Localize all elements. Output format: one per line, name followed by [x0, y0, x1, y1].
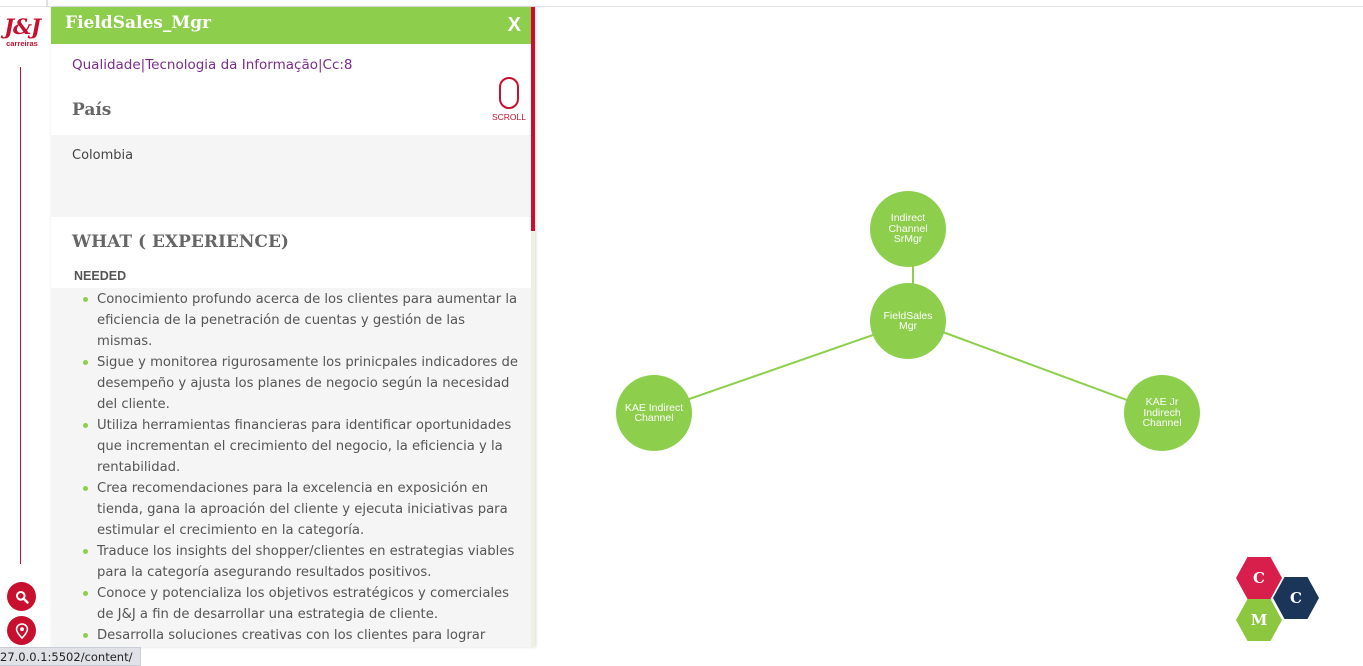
panel-scrollbar-track[interactable] [531, 231, 535, 647]
scroll-hint-label: SCROLL [491, 112, 526, 122]
rail-divider [20, 67, 21, 564]
node-fieldsales-mgr[interactable]: FieldSales Mgr [870, 283, 946, 359]
panel-title: FieldSales_Mgr [65, 13, 211, 33]
breadcrumb: Qualidade|Tecnologia da Informação|Cc:8 [72, 57, 353, 73]
country-value: Colombia [72, 148, 134, 163]
node-label: KAE Indirect Channel [624, 401, 684, 424]
graph-edges [651, 230, 1163, 414]
scroll-hint: SCROLL [489, 77, 529, 123]
node-kae-jr-indirech-channel[interactable]: KAE Jr Indirech Channel [1124, 375, 1200, 451]
close-button[interactable]: X [507, 14, 521, 36]
status-url: 27.0.0.1:5502/content/ [0, 647, 142, 666]
experience-heading: WHAT ( EXPERIENCE) [72, 232, 289, 252]
divider [46, 0, 48, 7]
needed-section: Conocimiento profundo acerca de los clie… [51, 288, 531, 647]
role-graph: Indirect Channel SrMgr FieldSales Mgr KA… [540, 8, 1363, 647]
job-detail-panel: FieldSales_Mgr X Qualidade|Tecnologia da… [51, 7, 535, 647]
edge-right [912, 320, 1163, 414]
list-item: Traduce los insights del shopper/cliente… [81, 541, 521, 583]
list-item: Conocimiento profundo acerca de los clie… [81, 289, 521, 352]
node-kae-indirect-channel[interactable]: KAE Indirect Channel [616, 375, 692, 451]
list-item: Crea recomendaciones para la excelencia … [81, 478, 521, 541]
needed-heading: NEEDED [74, 269, 127, 283]
brand-logo[interactable]: J&J carreiras [2, 14, 42, 49]
search-button[interactable] [7, 582, 36, 611]
logo-text: J&J [4, 14, 41, 39]
location-button[interactable] [7, 616, 36, 645]
needed-list: Conocimiento profundo acerca de los clie… [81, 289, 521, 647]
country-heading: País [72, 100, 112, 120]
search-icon [15, 590, 29, 604]
logo-subtitle: carreiras [6, 39, 38, 48]
node-indirect-channel-srmgr[interactable]: Indirect Channel SrMgr [870, 191, 946, 267]
list-item: Conoce y potencializa los objetivos estr… [81, 583, 521, 625]
country-box [51, 135, 531, 217]
node-label: FieldSales Mgr [883, 309, 933, 332]
left-rail: J&J carreiras [0, 7, 44, 647]
map-pin-icon [15, 622, 28, 639]
list-item: Desarrolla soluciones creativas con los … [81, 625, 521, 647]
node-label: Indirect Channel SrMgr [888, 212, 928, 246]
panel-header: FieldSales_Mgr X [51, 7, 531, 44]
panel-scrollbar-thumb[interactable] [531, 7, 535, 231]
list-item: Sigue y monitorea rigurosamente los prin… [81, 352, 521, 415]
list-item: Utiliza herramientas financieras para id… [81, 415, 521, 478]
mouse-icon [499, 77, 519, 109]
edge-left [651, 320, 914, 413]
browser-top-edge [0, 0, 1363, 7]
node-label: KAE Jr Indirech Channel [1142, 396, 1182, 430]
